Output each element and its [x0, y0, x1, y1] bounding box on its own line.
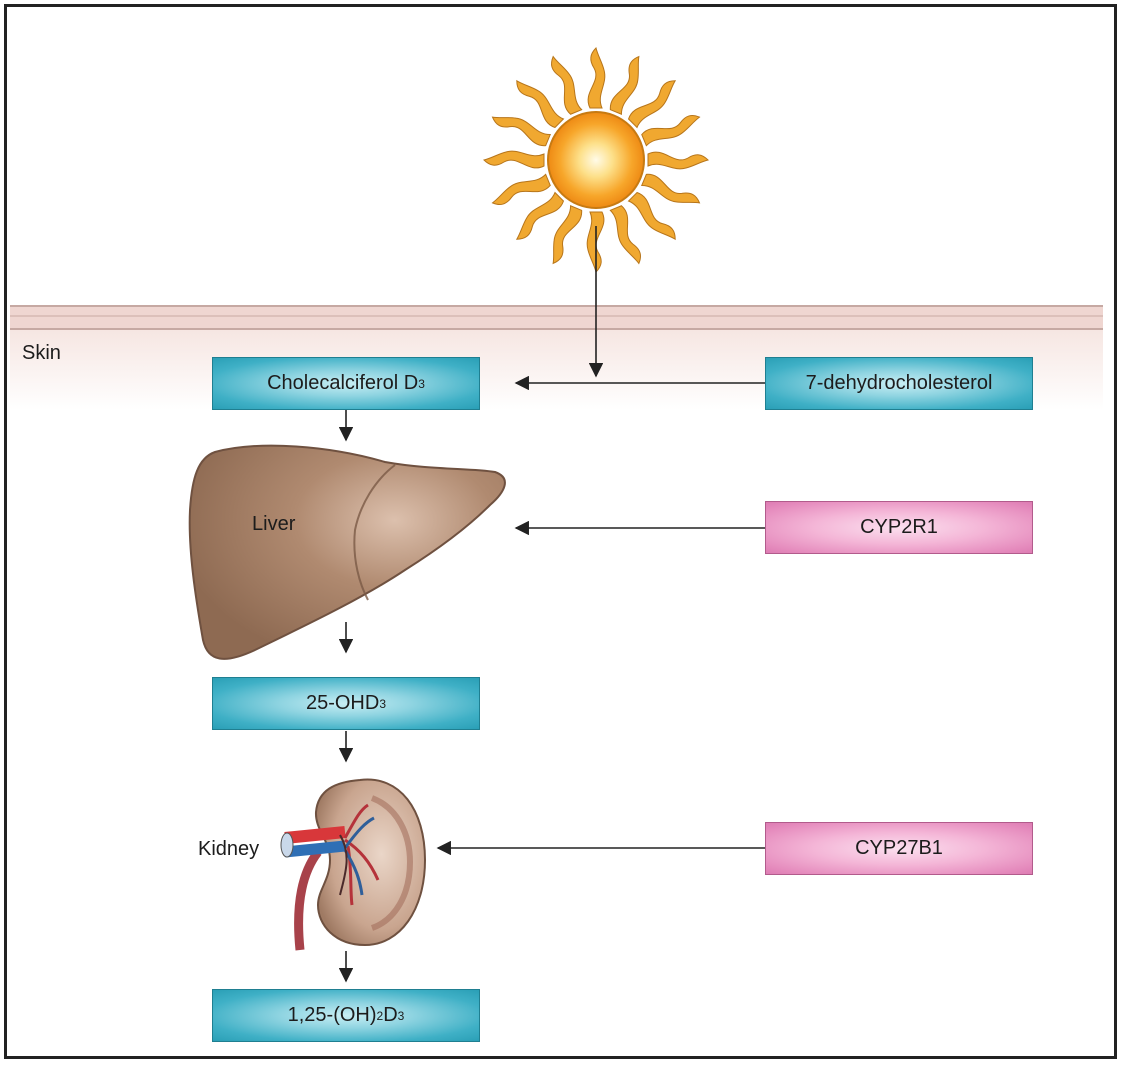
ohd3-subscript: 3	[379, 696, 387, 711]
sun-ray	[647, 151, 709, 170]
sun-ray	[609, 205, 641, 265]
sun-icon	[483, 47, 709, 273]
cholecalciferol-subscript: 3	[418, 376, 425, 391]
final-text-mid: D	[383, 1004, 398, 1026]
sun-ray	[609, 55, 640, 116]
sun-core	[547, 111, 645, 209]
sun-ray	[552, 204, 583, 265]
sun-ray	[491, 116, 552, 147]
arrows	[338, 226, 765, 983]
sun-ray	[483, 150, 545, 169]
skin-label: Skin	[22, 342, 61, 364]
skin-layer	[10, 305, 1103, 410]
sun-ray	[641, 115, 701, 147]
cyp2r1-box: CYP2R1	[765, 501, 1033, 554]
sun-ray	[551, 55, 583, 115]
cyp27b1-box: CYP27B1	[765, 822, 1033, 875]
kidney-label: Kidney	[198, 838, 260, 860]
liver-label: Liver	[252, 513, 296, 535]
dehydrocholesterol-box: 7-dehydrocholesterol	[765, 357, 1033, 410]
final-text-prefix: 1,25-(OH)	[287, 1004, 377, 1026]
sun-ray	[627, 80, 677, 129]
sun-ray	[515, 191, 565, 240]
sun-ray	[491, 173, 551, 205]
sun-ray	[640, 173, 701, 204]
ohd3-text: 25-OHD	[305, 692, 380, 714]
kidney-icon	[280, 778, 427, 951]
dehydrocholesterol-text: 7-dehydrocholesterol	[805, 372, 993, 394]
final-subscript-1: 2	[376, 1008, 384, 1023]
sun-ray	[587, 47, 606, 109]
liver-icon	[188, 444, 506, 660]
final-subscript-2: 3	[397, 1008, 405, 1023]
cholecalciferol-text: Cholecalciferol D	[267, 372, 419, 394]
cyp27b1-text: CYP27B1	[855, 837, 943, 859]
sun-ray	[627, 191, 676, 241]
sun-ray	[516, 79, 565, 129]
cyp2r1-text: CYP2R1	[860, 516, 938, 538]
